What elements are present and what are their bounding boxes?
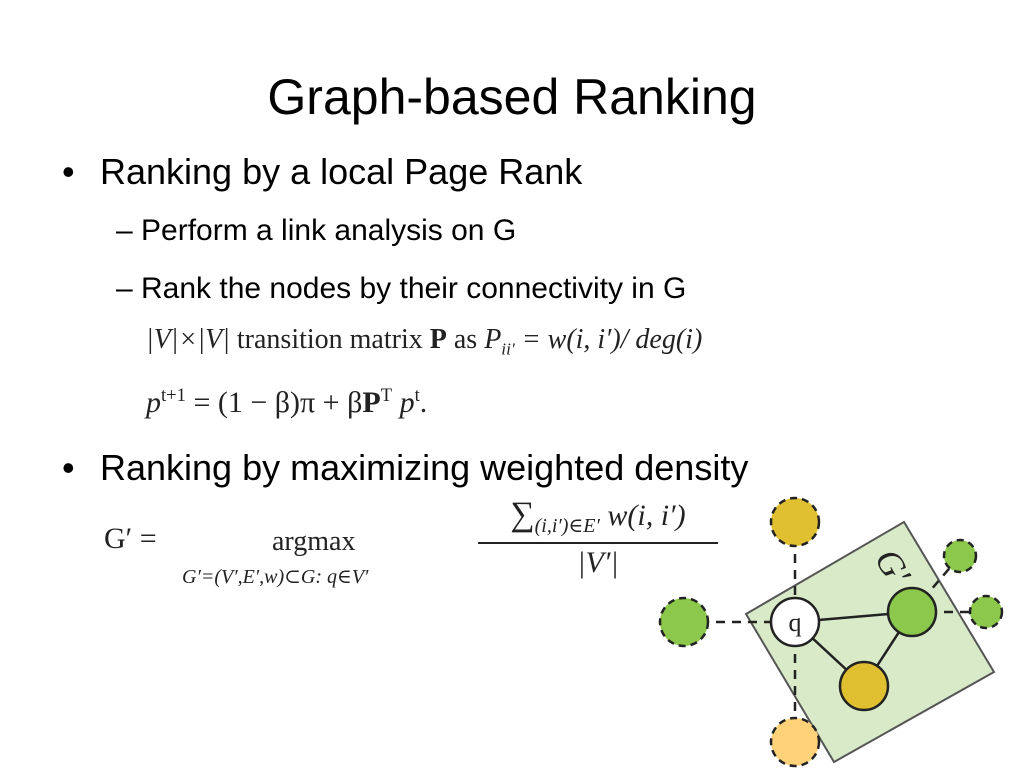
subgraph-box — [744, 520, 996, 764]
formula3-condition: G′=(V′,E′,w)⊂G: q∈V′ — [182, 566, 369, 588]
node-top-yellow — [769, 496, 821, 548]
sub-bullet-link-analysis: – Perform a link analysis on G — [116, 214, 517, 247]
formula-text: transition matrix — [236, 324, 423, 355]
formula2-p: p — [146, 386, 161, 419]
node-bottom-orange — [769, 716, 821, 768]
sum-subscript: (i,i′)∈E′ — [534, 515, 600, 537]
formula2-P: P — [362, 386, 381, 419]
edge-upper-right — [911, 555, 961, 613]
formula2-sup1: t+1 — [161, 385, 186, 406]
formula3-denominator: |V′| — [577, 546, 619, 579]
formula-rhs: = w(i, i′)/ deg(i) — [521, 324, 703, 355]
node-query — [769, 596, 821, 648]
node-upper-right-green — [942, 538, 978, 574]
sub-bullet-rank-connectivity: – Rank the nodes by their connectivity i… — [116, 272, 687, 305]
formula3-numerator: ∑(i,i′)∈E′ w(i, i′) — [478, 496, 718, 538]
formula-matrix-P: P — [429, 324, 447, 355]
formula2-mid: = (1 − β)π + β — [193, 386, 363, 419]
bullet-local-pagerank: • Ranking by a local Page Rank — [62, 150, 582, 194]
sum-symbol: ∑ — [510, 496, 535, 533]
node-inner-green — [886, 586, 938, 638]
formula-lhs-sub: ii′ — [501, 339, 515, 359]
numerator-weight: w(i, i′) — [607, 499, 686, 532]
slide-title: Graph-based Ranking — [267, 69, 757, 125]
formula3-lhs: G′ = — [104, 522, 157, 555]
bullet-text: Ranking by maximizing weighted density — [100, 447, 749, 488]
formula-lhs: P — [484, 324, 502, 355]
formula2-p2: p — [399, 386, 415, 419]
node-right-green — [968, 594, 1004, 630]
bullet-text: Ranking by a local Page Rank — [100, 151, 583, 192]
node-inner-yellow — [838, 660, 890, 712]
formula2-sup2: t — [414, 385, 420, 406]
fraction-line — [478, 542, 718, 544]
formula-as: as — [453, 324, 478, 355]
node-left-green — [658, 596, 710, 648]
formula-transition-matrix: |V|×|V| transition matrix P as Pii′ = w(… — [146, 324, 703, 359]
formula3-argmax: argmax — [272, 526, 356, 557]
formula-v-size: |V|×|V| — [146, 324, 230, 355]
formula-pagerank-update: pt+1 = (1 − β)π + βPT pt. — [146, 386, 427, 420]
bullet-dot: • — [62, 447, 75, 488]
query-label: q — [789, 608, 802, 637]
formula2-end: . — [419, 386, 428, 419]
bullet-weighted-density: • Ranking by maximizing weighted density — [62, 446, 748, 490]
bullet-dot: • — [62, 151, 75, 192]
formula2-supT: T — [380, 385, 393, 406]
